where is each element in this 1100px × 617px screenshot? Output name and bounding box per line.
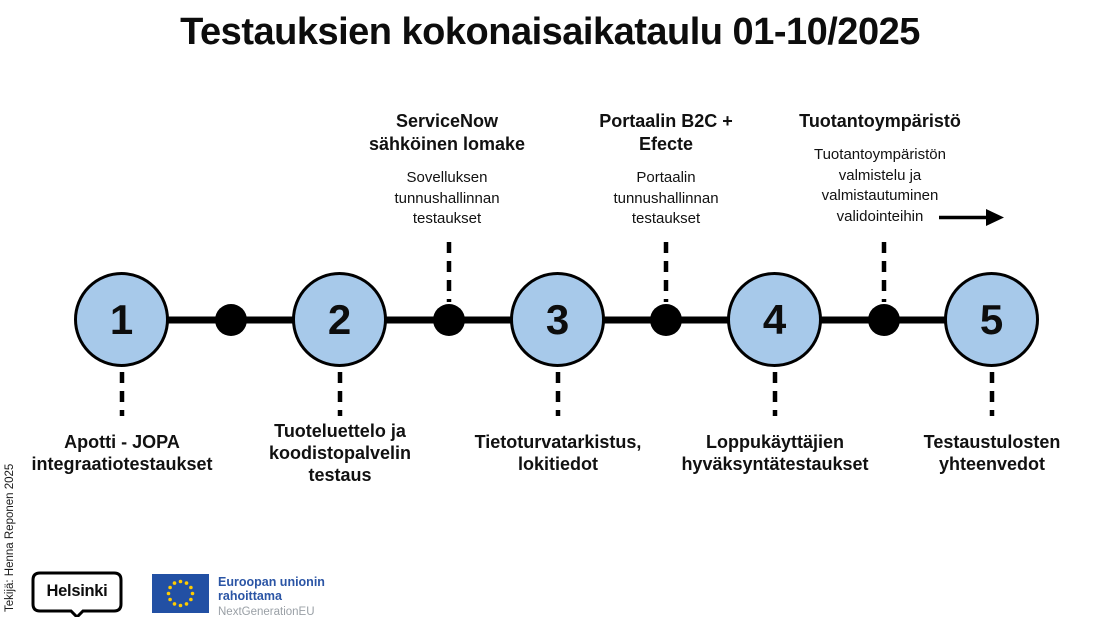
right-arrow-icon (936, 204, 1006, 231)
node-number: 2 (327, 295, 352, 343)
helsinki-logo: Helsinki (31, 571, 123, 617)
milestone-annotation-tuotanto: Tuotantoympäristö Tuotantoympäristön val… (765, 110, 995, 227)
eu-flag-icon (152, 574, 209, 613)
timeline-midpoint-dot (433, 304, 465, 336)
eu-funding-logo: Euroopan unionin rahoittama NextGenerati… (152, 574, 325, 617)
step-label-1: Apotti - JOPA integraatiotestaukset (31, 432, 213, 474)
timeline-node-4: 4 (727, 272, 822, 367)
timeline-node-5: 5 (944, 272, 1039, 367)
helsinki-logo-shield (31, 571, 123, 617)
helsinki-logo-label: Helsinki (46, 582, 108, 600)
milestone-heading: Portaalin B2C + Efecte (599, 111, 733, 154)
milestone-heading: Tuotantoympäristö (799, 111, 961, 131)
timeline-node-2: 2 (292, 272, 387, 367)
author-credit: Tekijä: Henna Reponen 2025 (4, 463, 16, 612)
timeline-midpoint-dot (215, 304, 247, 336)
node-number: 4 (762, 295, 787, 343)
eu-program-label: NextGenerationEU (218, 606, 315, 617)
eu-funding-texts: Euroopan unionin rahoittama NextGenerati… (218, 574, 325, 617)
arrow-head (986, 209, 1004, 226)
timeline-midpoint-dot (868, 304, 900, 336)
step-label-4: Loppukäyttäjien hyväksyntätestaukset (681, 432, 869, 474)
milestone-detail: Portaalin tunnushallinnan testaukset (613, 169, 719, 227)
node-number: 1 (109, 295, 134, 343)
timeline-node-1: 1 (74, 272, 169, 367)
milestone-heading: ServiceNow sähköinen lomake (368, 111, 526, 154)
page-title: Testauksien kokonaisaikataulu 01-10/2025 (180, 11, 920, 53)
milestone-detail: Tuotantoympäristön valmistelu ja valmist… (813, 146, 946, 225)
step-label-2: Tuoteluettelo ja koodistopalvelin testau… (268, 421, 412, 485)
node-number: 3 (545, 295, 570, 343)
timeline-midpoint-dot (650, 304, 682, 336)
milestone-annotation-servicenow: ServiceNow sähköinen lomake Sovelluksen … (332, 110, 562, 230)
milestone-annotation-portaali: Portaalin B2C + Efecte Portaalin tunnush… (551, 110, 781, 230)
eu-funding-label: Euroopan unionin rahoittama (218, 575, 325, 603)
timeline-node-3: 3 (510, 272, 605, 367)
node-number: 5 (979, 295, 1004, 343)
step-label-3: Tietoturvatarkistus, lokitiedot (474, 432, 642, 474)
milestone-detail: Sovelluksen tunnushallinnan testaukset (394, 169, 500, 227)
step-label-5: Testaustulosten yhteenvedot (923, 432, 1061, 474)
